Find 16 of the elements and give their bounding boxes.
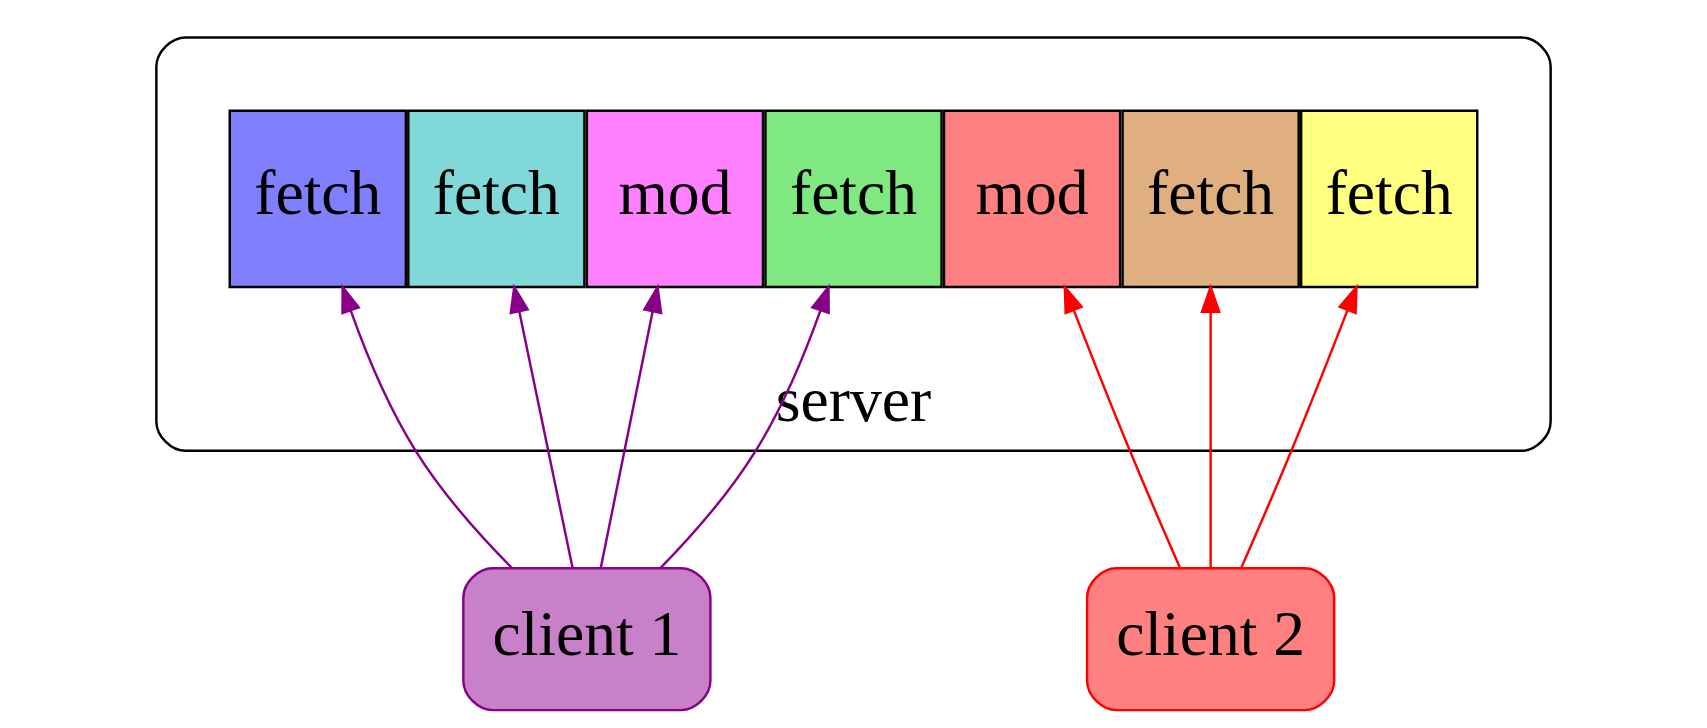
arrow [599,283,663,568]
node-box: fetch [407,109,586,289]
node-box: fetch [1299,109,1479,289]
node-box: mod [942,109,1122,289]
arrow [660,283,830,569]
node-box: fetch [228,109,408,289]
arrow [1063,283,1182,569]
arrow [341,283,513,569]
node-box: client 1 [462,567,712,712]
arrow [1240,283,1358,569]
node-box: fetch [1121,109,1300,289]
arrow [509,283,574,568]
node-box: mod [585,109,765,289]
arrow [1200,283,1221,568]
node-box: fetch [764,109,943,289]
node-box: client 2 [1085,567,1336,712]
